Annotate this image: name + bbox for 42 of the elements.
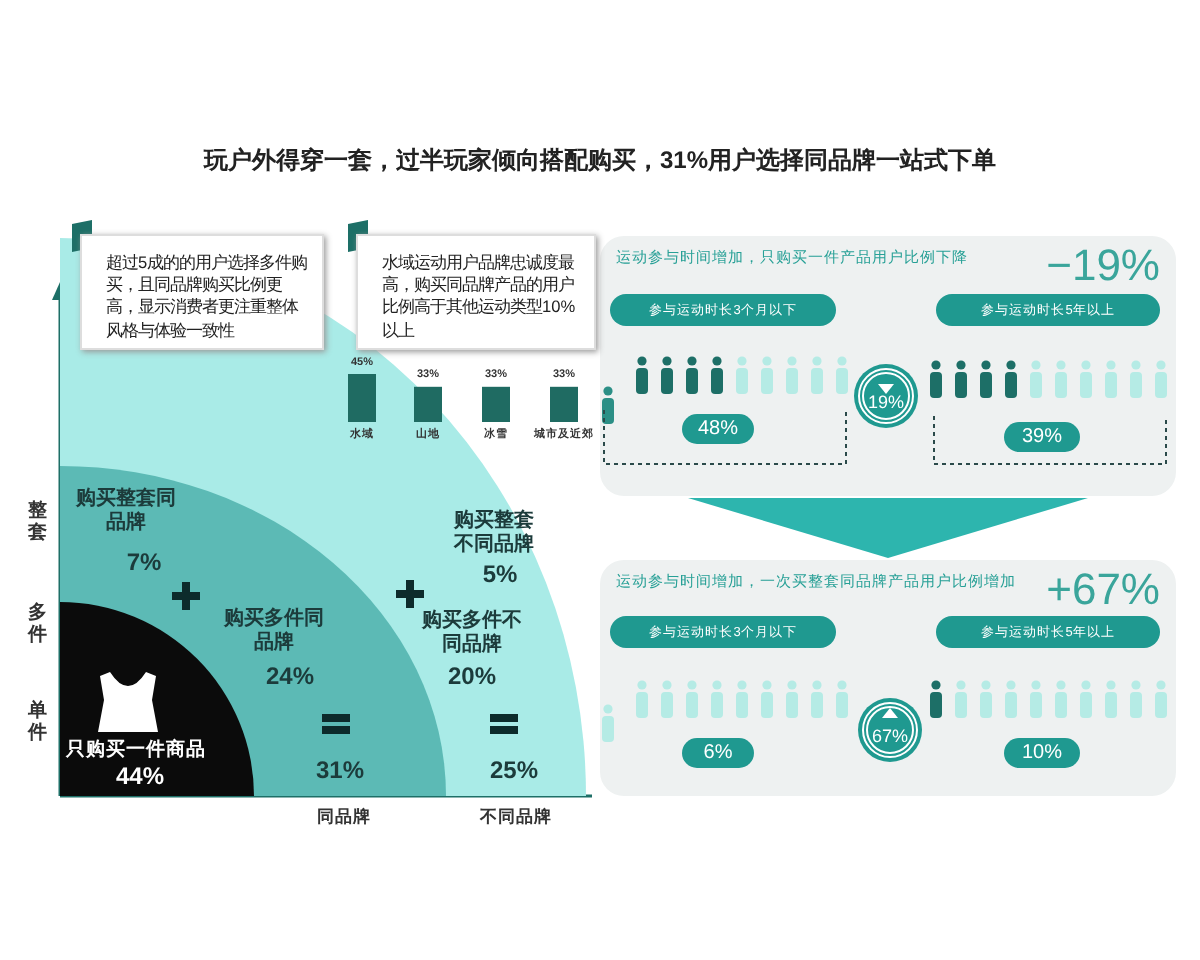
change-value: −19%	[1046, 240, 1160, 292]
percent-value: 7%	[124, 547, 164, 577]
note-text: 水域运动用户品牌忠诚度最高，购买同品牌产品的用户比例高于其他运动类型10%以上	[382, 252, 578, 342]
info-panel	[600, 560, 1176, 796]
axis-label: 多件	[26, 604, 50, 648]
value-text: 67%	[871, 726, 908, 746]
percent-badge	[682, 738, 754, 768]
segment-label: 购买整套同品牌	[76, 488, 176, 536]
info-panel	[600, 236, 1176, 496]
pill-label	[936, 616, 1160, 648]
value-text: 39%	[1021, 426, 1062, 448]
percent-value: 25%	[487, 755, 541, 785]
note-text: 超过5成的的用户选择多件购买，且同品牌购买比例更高，显示消费者更注重整体风格与体验一致性	[106, 252, 310, 342]
pill-label	[610, 616, 836, 648]
axis-label: 同品牌	[315, 805, 373, 827]
percent-badge	[682, 414, 754, 444]
segment-label: 购买整套不同品牌	[451, 510, 536, 558]
percent-badge	[1004, 422, 1080, 452]
title: 玩户外得穿一套，过半玩家倾向搭配购买，31%用户选择同品牌一站式下单	[201, 144, 999, 178]
percent-value: 44%	[113, 761, 167, 791]
pill-label	[936, 294, 1160, 326]
segment-label: 购买多件同品牌	[222, 608, 326, 656]
chevron-arrow	[688, 498, 1088, 558]
percent-circle	[858, 368, 914, 424]
segment-label: 购买多件不同品牌	[420, 610, 524, 658]
percent-value: 31%	[313, 755, 367, 785]
value-text: 48%	[697, 418, 738, 440]
segment-label: 只购买一件商品	[66, 738, 206, 762]
percent-badge	[1004, 738, 1080, 768]
change-value: +67%	[1046, 564, 1160, 616]
pill-label	[610, 294, 836, 326]
axis-label: 单件	[26, 702, 50, 746]
value-text: 19%	[867, 392, 904, 412]
value-text: 6%	[703, 742, 733, 764]
percent-circle	[862, 702, 918, 758]
value-text: 10%	[1021, 742, 1062, 764]
percent-value: 5%	[480, 559, 520, 589]
percent-value: 24%	[263, 661, 317, 691]
axis-label: 整套	[26, 502, 50, 546]
note-card	[356, 234, 596, 350]
percent-value: 20%	[445, 661, 499, 691]
axis-label: 不同品牌	[478, 805, 554, 827]
